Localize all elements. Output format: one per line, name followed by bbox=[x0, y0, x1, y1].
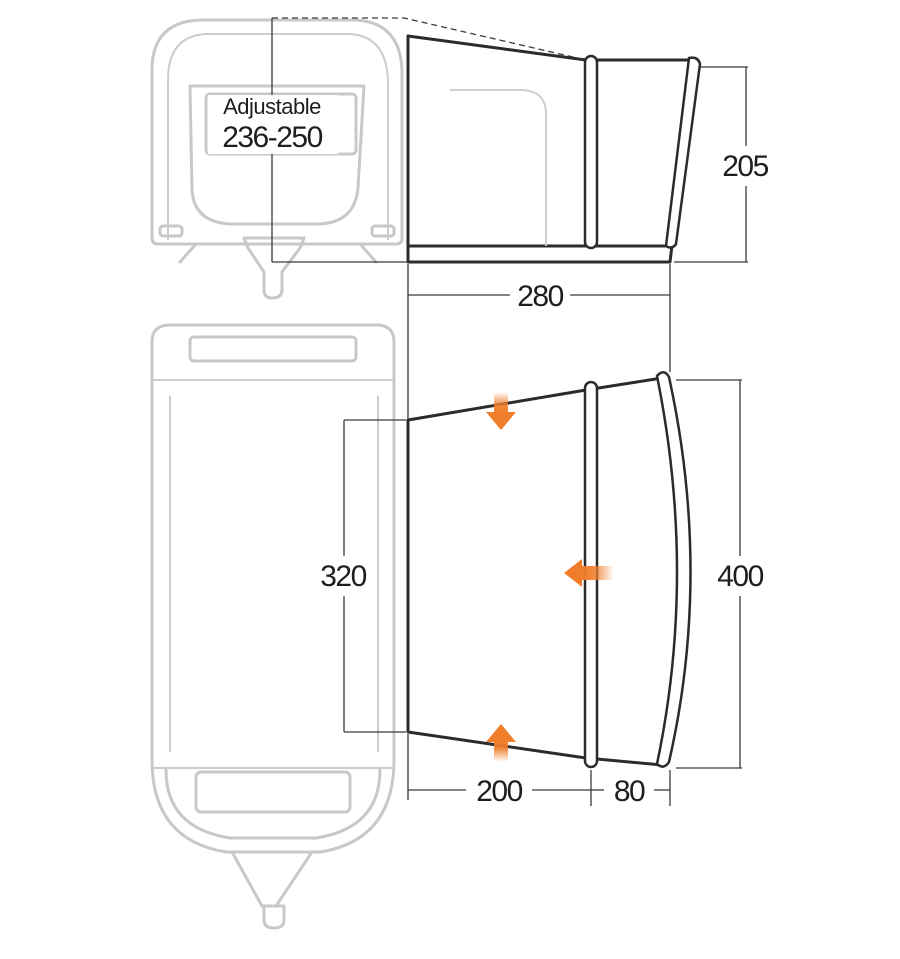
roof-dashed-guide bbox=[272, 17, 587, 61]
height-dimension-label: 205 bbox=[722, 150, 768, 183]
front-width-dimension: 400 bbox=[676, 379, 765, 769]
adjustable-label: Adjustable bbox=[223, 94, 321, 119]
adjustable-range-label: 236-250 bbox=[222, 121, 322, 154]
caravan-plan-view bbox=[150, 323, 396, 930]
rear-width-dimension-label: 320 bbox=[320, 560, 366, 593]
depth-dimension: 280 bbox=[407, 264, 671, 420]
main-depth-dimension-label: 200 bbox=[476, 775, 522, 808]
front-width-dimension-label: 400 bbox=[717, 560, 763, 593]
awning-side-view bbox=[406, 34, 702, 264]
caravan-rear-view bbox=[150, 18, 404, 300]
height-dimension: 205 bbox=[674, 66, 770, 263]
awning-plan-view bbox=[406, 371, 692, 769]
extension-depth-dimension-label: 80 bbox=[614, 775, 645, 808]
depth-dimension-label: 280 bbox=[517, 280, 563, 313]
rear-width-dimension: 320 bbox=[320, 419, 406, 733]
main-depth-dimension: 200 bbox=[407, 734, 592, 808]
wind-direction-arrow-icon bbox=[486, 724, 516, 762]
extension-depth-dimension: 80 bbox=[591, 770, 671, 808]
wind-direction-arrow-icon bbox=[486, 392, 516, 430]
wind-direction-arrow-icon bbox=[564, 559, 614, 587]
